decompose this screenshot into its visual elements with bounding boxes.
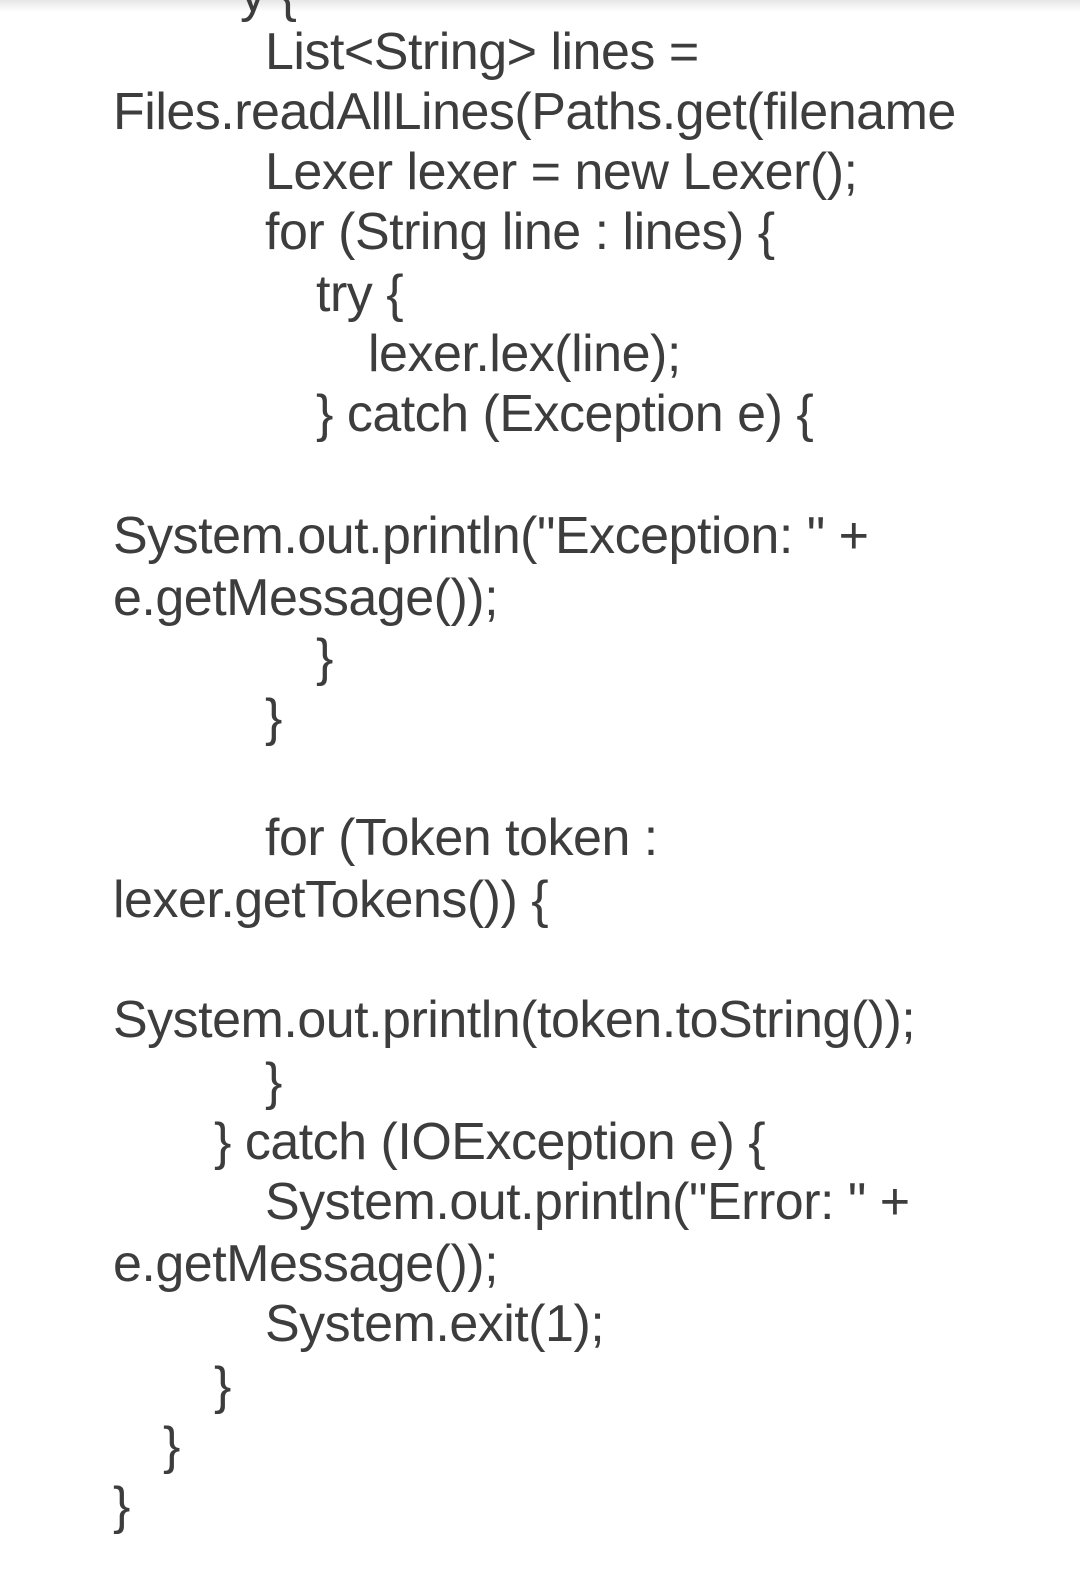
code-line: } [265,689,282,747]
code-line: } [113,1477,130,1535]
code-line: System.out.println(token.toString()); [113,991,916,1049]
code-line: } [214,1357,231,1415]
code-line: lexer.getTokens()) { [113,871,549,929]
top-shadow [0,0,1080,12]
code-line: try { [316,265,404,323]
code-line: } [316,629,333,687]
code-line: } catch (IOException e) { [214,1113,766,1171]
code-line-partial: y { [240,0,297,24]
code-line: System.out.println("Exception: " + [113,507,869,565]
code-line: } [163,1417,180,1475]
code-line: } [265,1053,282,1111]
code-line: } catch (Exception e) { [316,385,814,443]
code-line: Lexer lexer = new Lexer(); [265,143,858,201]
code-line: for (String line : lines) { [265,203,775,261]
code-line: System.out.println("Error: " + [265,1173,910,1231]
code-line: e.getMessage()); [113,1235,499,1293]
code-line: lexer.lex(line); [368,325,681,383]
code-line: for (Token token : [265,809,658,867]
code-line: e.getMessage()); [113,569,499,627]
code-line: System.exit(1); [265,1295,605,1353]
code-line: Files.readAllLines(Paths.get(filename [113,83,956,141]
code-line: List<String> lines = [265,23,699,81]
